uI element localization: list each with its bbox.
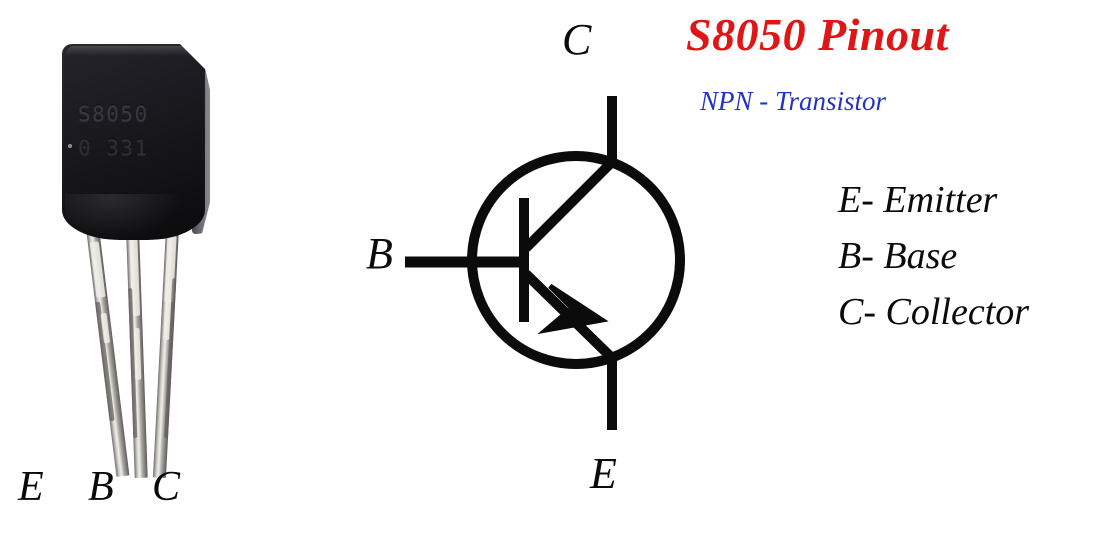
page-subtitle: NPN - Transistor	[700, 86, 887, 116]
body-sheen	[65, 194, 181, 238]
legend-item-base: B- Base	[838, 235, 958, 278]
package-marking-line-2: 0 331	[78, 136, 149, 160]
package-marking-line-1: S8050	[78, 102, 149, 126]
pinout-legend: E- Emitter B- Base C- Collector	[838, 172, 1116, 341]
symbol-collector-slope	[522, 158, 616, 252]
lead-highlight	[89, 241, 106, 299]
body-front-face: S8050 0 331	[62, 44, 205, 240]
symbol-label-base: B	[366, 229, 393, 278]
symbol-label-emitter: E	[590, 449, 617, 498]
lead-collector	[152, 227, 179, 478]
legend-item-emitter: E- Emitter	[838, 179, 998, 221]
symbol-label-collector: C	[562, 15, 592, 64]
body-top-bevel	[66, 46, 190, 56]
symbol-emitter-arrow	[537, 283, 609, 335]
transistor-photo: S8050 0 331 E B C	[0, 0, 300, 533]
photo-pin-label-c: C	[152, 464, 181, 510]
legend-item-collector: C- Collector	[838, 291, 1030, 334]
npn-transistor-symbol	[405, 96, 685, 430]
body-mold-dot	[68, 144, 72, 148]
lead-highlight	[133, 327, 142, 380]
lead-emitter	[86, 227, 130, 477]
transistor-body: S8050 0 331	[62, 44, 222, 244]
page-title: S8050 Pinout	[686, 9, 949, 60]
photo-pin-label-e: E	[18, 464, 44, 510]
lead-base	[126, 227, 148, 479]
photo-pin-label-b: B	[88, 464, 114, 510]
